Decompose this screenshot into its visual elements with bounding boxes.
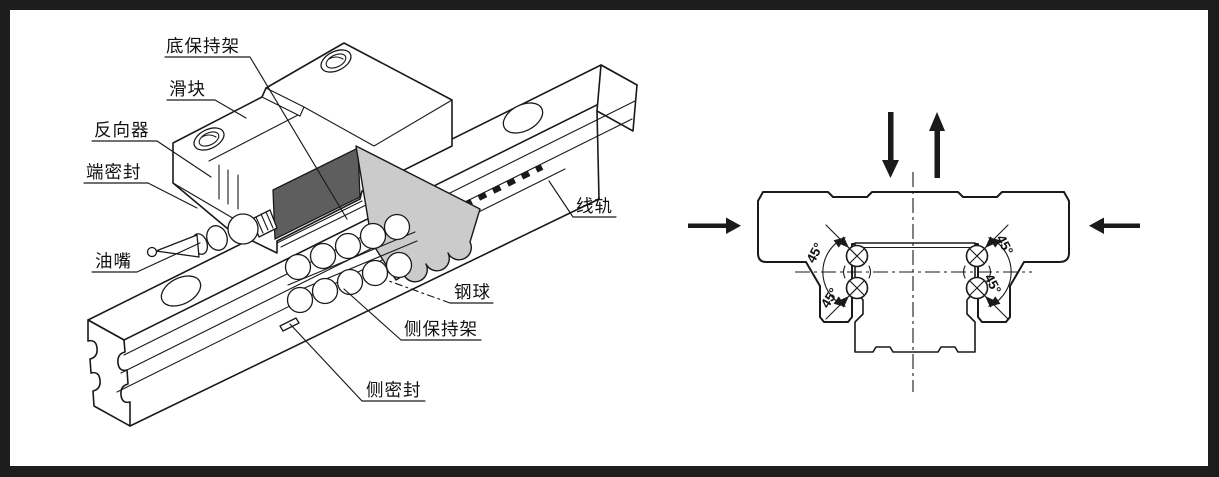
side-seal-clip — [279, 317, 300, 332]
label-bottom-retainer: 底保持架 — [166, 36, 240, 56]
steel-balls — [284, 213, 413, 314]
label-side-seal: 侧密封 — [366, 380, 422, 400]
label-rail: 线轨 — [576, 196, 613, 216]
side-retainer-plate — [355, 145, 481, 283]
carriage-thread-hole-front — [193, 127, 225, 151]
label-grease-nipple: 油嘴 — [95, 251, 132, 271]
grease-nipple-shape — [146, 209, 278, 258]
callouts: 底保持架 滑块 反向器 端密封 油嘴 线轨 钢球 侧保持架 侧密封 — [83, 36, 617, 402]
right-side-arrow — [1089, 217, 1140, 234]
carriage-thread-hole-rear — [320, 49, 352, 73]
up-arrow — [929, 112, 945, 178]
cross-section-view: 45° 45° 45° 45° — [688, 112, 1140, 392]
label-end-seal: 端密封 — [86, 162, 142, 182]
rail-cross-section — [854, 242, 976, 353]
label-slider: 滑块 — [169, 79, 206, 99]
isometric-view: 底保持架 滑块 反向器 端密封 油嘴 线轨 钢球 侧保持架 侧密封 — [83, 36, 638, 427]
label-steel-ball: 钢球 — [454, 282, 491, 302]
bottom-retainer-strip — [276, 200, 367, 248]
rail-hole-right — [502, 102, 544, 134]
label-side-retainer: 侧保持架 — [404, 319, 478, 339]
left-side-arrow — [688, 217, 741, 234]
down-arrow — [882, 112, 899, 178]
carriage-cross-section — [757, 191, 1070, 323]
load-arrows — [688, 112, 1140, 234]
label-reverser: 反向器 — [94, 120, 150, 140]
rail-hole-left — [160, 275, 202, 307]
